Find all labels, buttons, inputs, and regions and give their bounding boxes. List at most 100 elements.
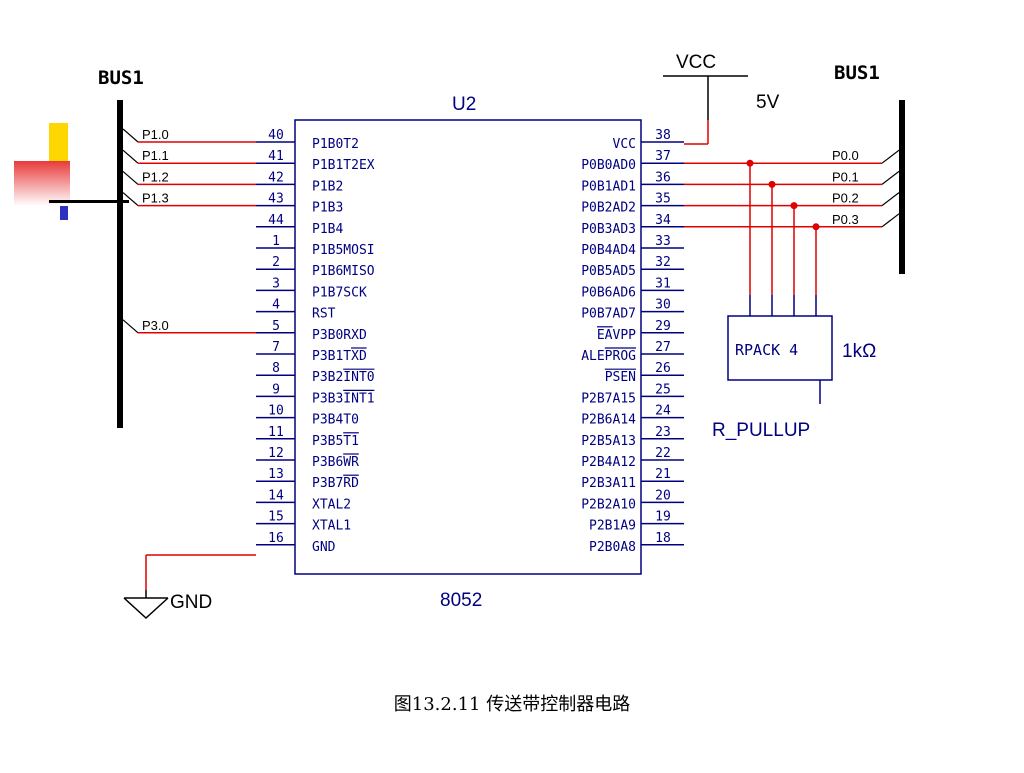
right-pin-number-18: 18 xyxy=(655,531,671,546)
rpack-body xyxy=(727,315,833,381)
junction-dot-2 xyxy=(790,202,798,210)
right-pin-name-34: P0B3AD3 xyxy=(581,222,636,237)
right-net-label-2: P0.2 xyxy=(832,191,859,206)
right-net-wires: P0.0P0.1P0.2P0.3 xyxy=(684,148,900,295)
right-bus-entry-2 xyxy=(881,192,900,207)
right-pin-number-20: 20 xyxy=(655,488,671,503)
right-net-label-3: P0.3 xyxy=(832,212,859,227)
right-pin-number-36: 36 xyxy=(655,170,671,185)
right-bus-title: BUS1 xyxy=(834,62,880,84)
right-pin-number-29: 29 xyxy=(655,319,671,334)
left-pin-name-2: P1B6MISO xyxy=(312,264,375,279)
left-pin-number-8: 8 xyxy=(272,361,280,376)
right-pin-name-38: VCC xyxy=(613,137,636,152)
vcc-label: VCC xyxy=(676,52,716,73)
left-pin-number-42: 42 xyxy=(268,170,284,185)
right-pin-number-38: 38 xyxy=(655,128,671,143)
left-pin-number-9: 9 xyxy=(272,382,280,397)
right-pin-number-30: 30 xyxy=(655,298,671,313)
right-pin-name-37: P0B0AD0 xyxy=(581,158,636,173)
left-pin-name-13: P3B7RD xyxy=(312,476,359,491)
left-pin-name-15: XTAL1 xyxy=(312,519,351,534)
left-bus-entry-4 xyxy=(122,319,139,334)
right-pin-name-30: P0B7AD7 xyxy=(581,307,636,322)
rpack-value: 1kΩ xyxy=(842,341,876,362)
right-pin-number-26: 26 xyxy=(655,361,671,376)
right-pin-name-25: P2B7A15 xyxy=(581,391,636,406)
left-pin-name-43: P1B3 xyxy=(312,201,343,216)
right-pin-number-34: 34 xyxy=(655,213,671,228)
right-pin-number-19: 19 xyxy=(655,510,671,525)
right-pin-name-36: P0B1AD1 xyxy=(581,179,636,194)
right-bus-entry-1 xyxy=(881,170,900,185)
vcc-symbol: VCC 5V xyxy=(663,52,780,145)
left-pin-number-13: 13 xyxy=(268,467,284,482)
right-pin-number-37: 37 xyxy=(655,149,671,164)
right-pin-name-31: P0B6AD6 xyxy=(581,285,636,300)
left-net-label-1: P1.1 xyxy=(142,148,169,163)
left-net-label-2: P1.2 xyxy=(142,169,169,184)
right-pin-number-24: 24 xyxy=(655,404,671,419)
voltage-label: 5V xyxy=(756,92,780,113)
left-bus-entry-2 xyxy=(122,170,139,185)
right-pin-name-26: PSEN xyxy=(605,370,636,385)
left-bus-entry-3 xyxy=(122,192,139,207)
left-pin-number-43: 43 xyxy=(268,192,284,207)
left-pin-name-11: P3B5T1 xyxy=(312,434,359,449)
left-pin-name-14: XTAL2 xyxy=(312,497,351,512)
left-bus: BUS1 xyxy=(98,67,144,428)
left-pin-name-3: P1B7SCK xyxy=(312,285,367,300)
right-pin-number-27: 27 xyxy=(655,340,671,355)
left-pin-name-9: P3B3INT1 xyxy=(312,391,375,406)
left-pin-name-44: P1B4 xyxy=(312,222,343,237)
left-pin-number-7: 7 xyxy=(272,340,280,355)
right-net-label-0: P0.0 xyxy=(832,148,859,163)
left-net-wires: P1.0P1.1P1.2P1.3P3.0 xyxy=(122,127,256,334)
chip-u2: U2 8052 40P1B0T241P1B1T2EX42P1B243P1B344… xyxy=(256,94,684,611)
chip-left-pins: 40P1B0T241P1B1T2EX42P1B243P1B344P1B41P1B… xyxy=(256,128,375,555)
left-pin-number-2: 2 xyxy=(272,255,280,270)
left-pin-number-16: 16 xyxy=(268,531,284,546)
right-pin-name-20: P2B2A10 xyxy=(581,497,636,512)
left-pin-name-16: GND xyxy=(312,540,336,555)
right-pin-number-23: 23 xyxy=(655,425,671,440)
left-pin-name-5: P3B0RXD xyxy=(312,328,367,343)
left-pin-name-8: P3B2INT0 xyxy=(312,370,375,385)
right-pin-name-33: P0B4AD4 xyxy=(581,243,636,258)
left-pin-name-40: P1B0T2 xyxy=(312,137,359,152)
right-pin-number-25: 25 xyxy=(655,382,671,397)
right-pin-number-32: 32 xyxy=(655,255,671,270)
right-net-label-1: P0.1 xyxy=(832,169,859,184)
right-bus: BUS1 xyxy=(834,62,905,274)
rpack-name: RPACK 4 xyxy=(735,341,798,359)
yellow-accent-block xyxy=(49,123,68,161)
left-net-label-3: P1.3 xyxy=(142,191,169,206)
right-pin-name-24: P2B6A14 xyxy=(581,413,636,428)
chip-ref: U2 xyxy=(452,94,476,115)
left-net-label-0: P1.0 xyxy=(142,127,169,142)
left-pin-name-42: P1B2 xyxy=(312,179,343,194)
accent-rule xyxy=(49,200,129,203)
left-pin-number-44: 44 xyxy=(268,213,284,228)
right-pin-name-35: P0B2AD2 xyxy=(581,201,636,216)
left-pin-name-12: P3B6WR xyxy=(312,455,359,470)
gnd-symbol: GND xyxy=(123,554,256,620)
chip-part: 8052 xyxy=(440,590,482,611)
left-bus-title: BUS1 xyxy=(98,67,144,89)
left-pin-number-3: 3 xyxy=(272,276,280,291)
resistor-pack: RPACK 4 1kΩ R_PULLUP xyxy=(712,295,876,441)
right-pin-name-22: P2B4A12 xyxy=(581,455,636,470)
left-pin-number-15: 15 xyxy=(268,510,284,525)
right-pin-name-27: ALEPROG xyxy=(581,349,636,364)
chip-body xyxy=(294,119,642,575)
junction-dot-0 xyxy=(746,159,754,167)
right-pin-name-29: EAVPP xyxy=(597,328,636,343)
right-pin-name-23: P2B5A13 xyxy=(581,434,636,449)
blue-accent-block xyxy=(60,206,68,220)
pullup-net-label: R_PULLUP xyxy=(712,420,810,441)
right-bus-entry-0 xyxy=(881,149,900,164)
left-pin-name-4: RST xyxy=(312,307,336,322)
left-pin-number-5: 5 xyxy=(272,319,280,334)
